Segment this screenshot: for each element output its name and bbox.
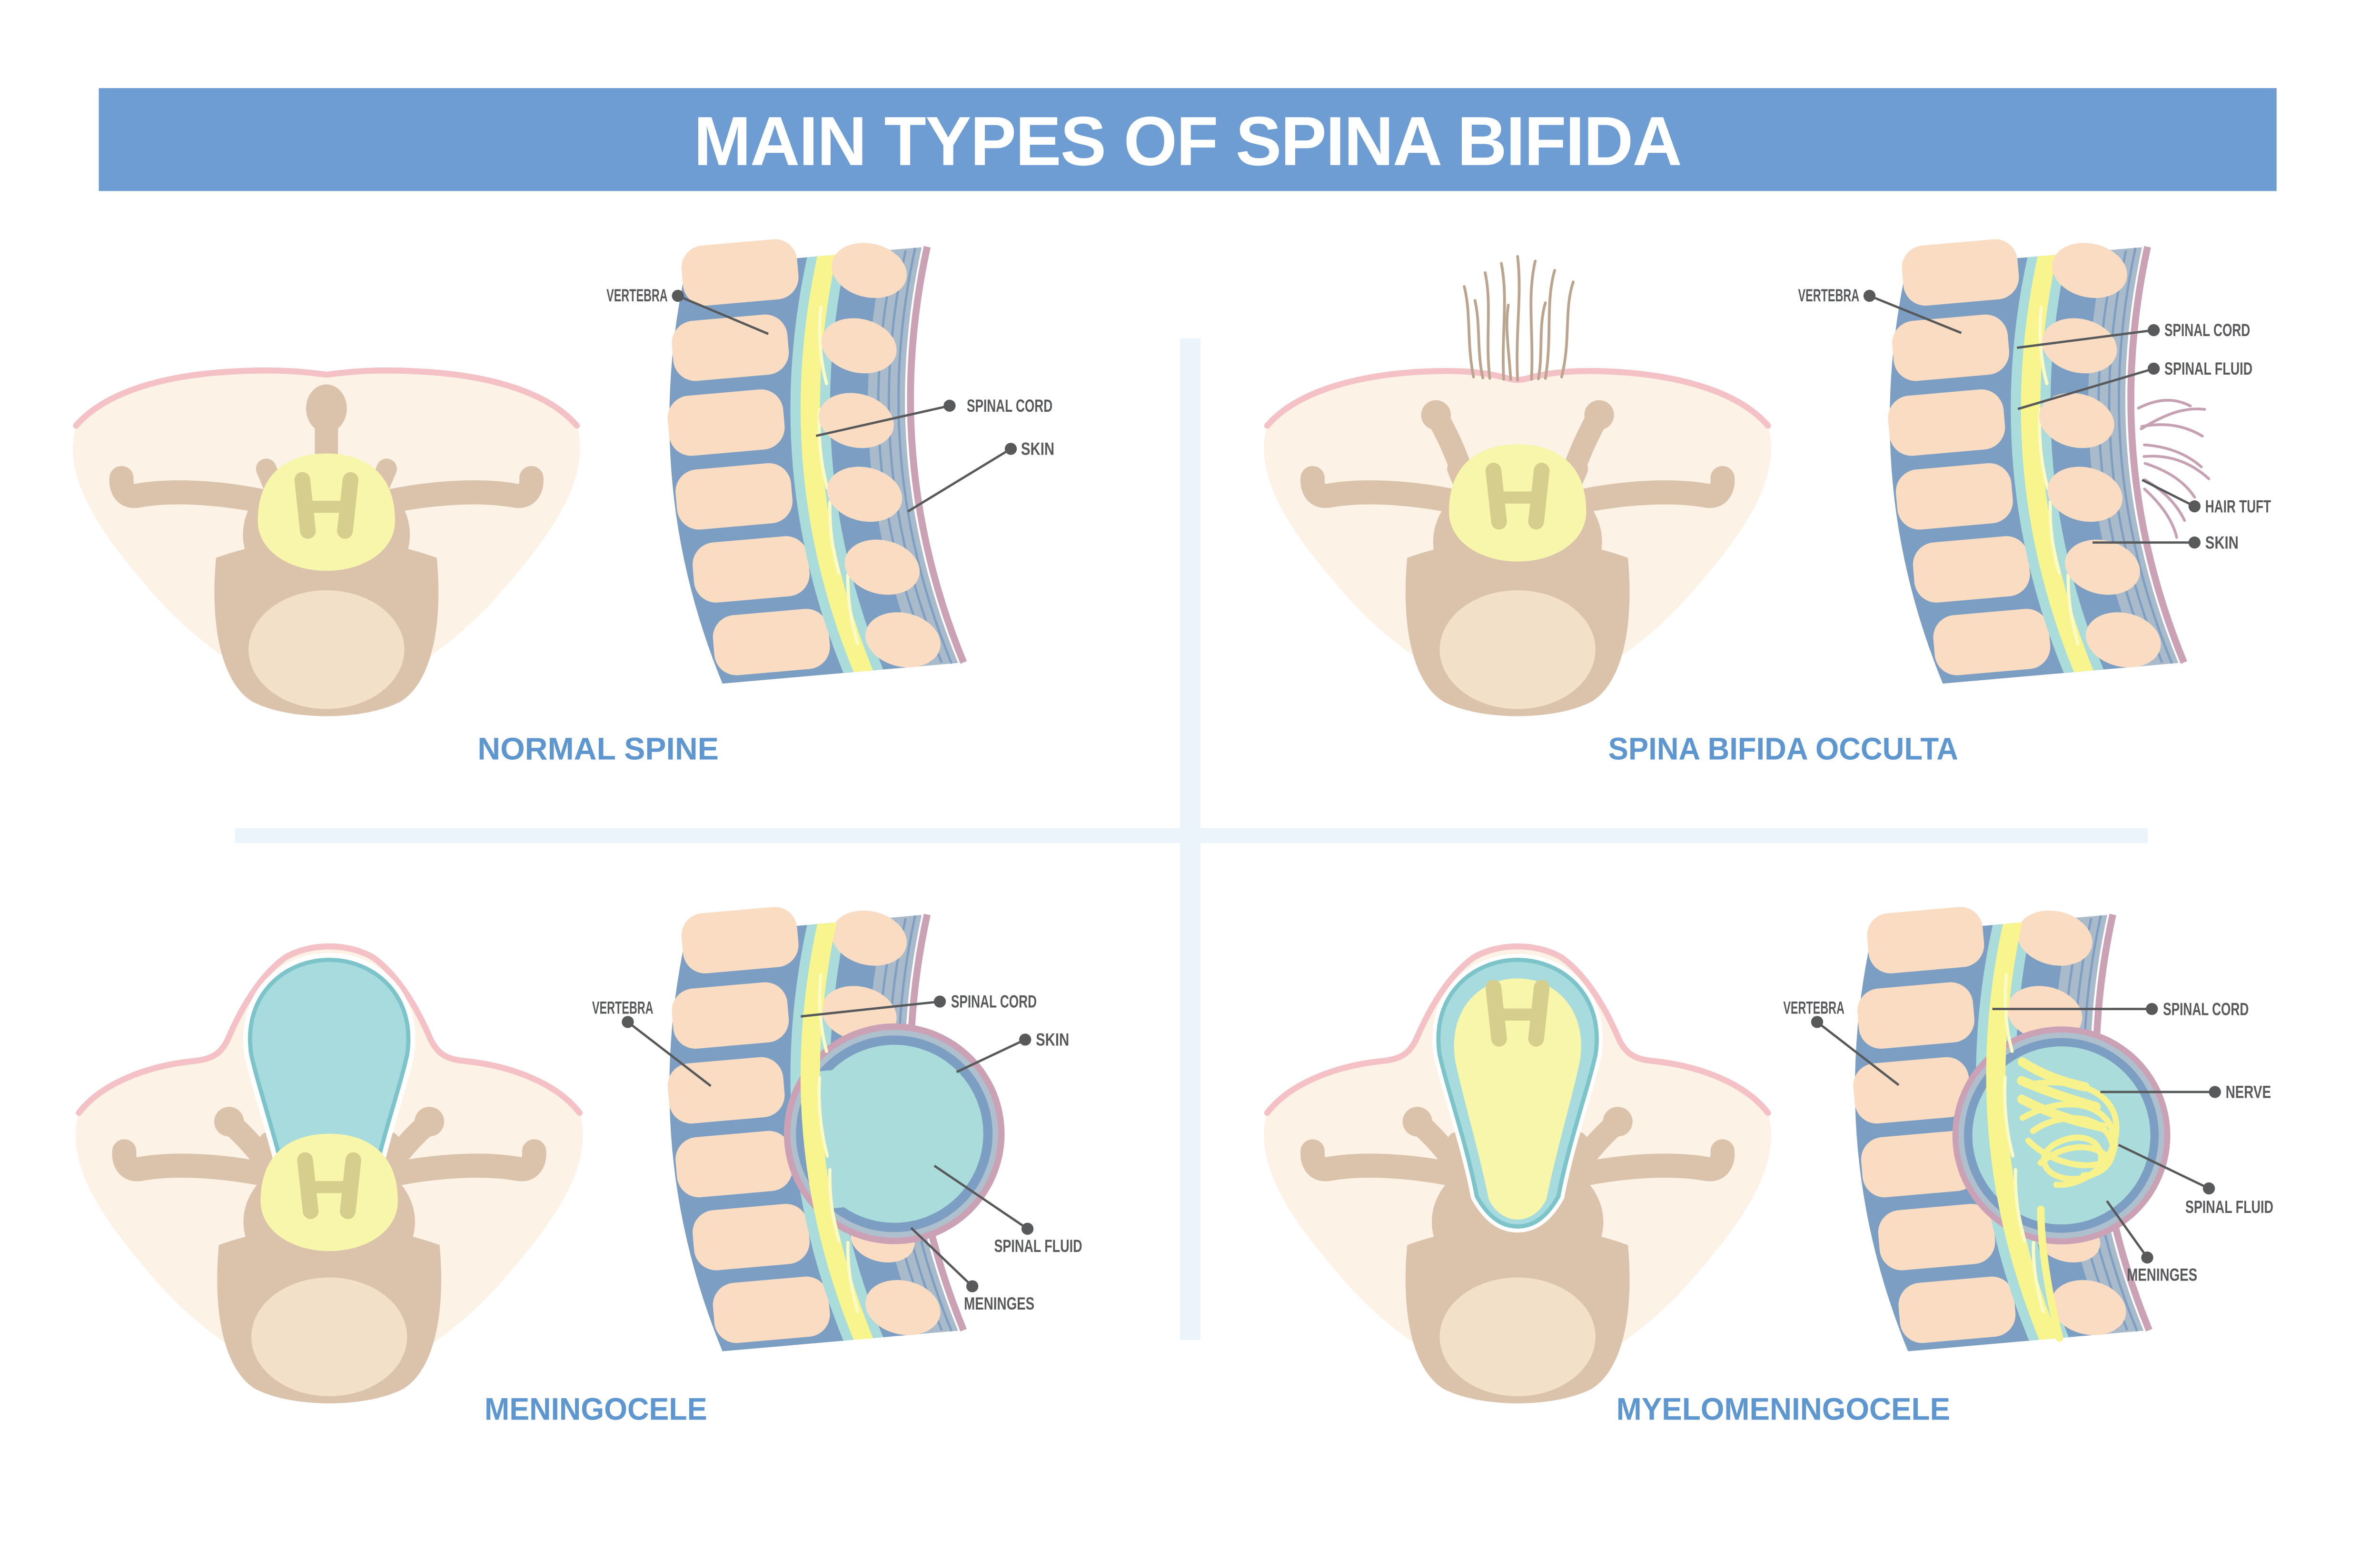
label-vertebra: VERTEBRA — [1798, 285, 1860, 305]
hair-tuft-icon — [2137, 398, 2211, 539]
label-dot — [1019, 1033, 1031, 1046]
label-vertebra: VERTEBRA — [1783, 997, 1844, 1017]
label-nerve: NERVE — [2226, 1082, 2271, 1102]
meningocele-labels: VERTEBRA SPINAL CORD SKIN SPINAL FLUID M… — [592, 992, 1082, 1313]
quadrant-spina-bifida-occulta: VERTEBRA SPINAL CORD SPINAL FLUID HAIR T… — [1264, 229, 2271, 767]
vertebral-body-core — [248, 590, 405, 709]
label-dot — [2147, 362, 2160, 375]
label-dot — [2141, 1251, 2153, 1264]
label-dot — [1863, 289, 1876, 302]
prong-tip — [414, 1107, 445, 1137]
quadrant-meningocele: VERTEBRA SPINAL CORD SKIN SPINAL FLUID M… — [75, 897, 1082, 1427]
label-skin: SKIN — [1021, 439, 1054, 459]
vertebral-body-core — [1439, 590, 1596, 709]
spinous-process-tip — [306, 384, 347, 433]
leader-line — [815, 404, 950, 437]
label-dot — [2146, 1003, 2158, 1015]
label-dot — [933, 995, 946, 1008]
occulta-axial-illustration — [1264, 255, 1771, 716]
horizontal-divider — [235, 828, 2148, 843]
myelomeningocele-sagittal-illustration — [1838, 897, 2171, 1354]
prong-tip — [1584, 400, 1614, 430]
caption-meningocele: MENINGOCELE — [485, 1392, 707, 1427]
label-dot — [2188, 536, 2201, 549]
label-dot — [1004, 443, 1017, 455]
page-title: MAIN TYPES OF SPINA BIFIDA — [694, 102, 1681, 180]
label-hair-tuft: HAIR TUFT — [2205, 496, 2271, 516]
caption-myelomeningocele: MYELOMENINGOCELE — [1616, 1392, 1950, 1427]
leader-line — [910, 1227, 973, 1287]
label-skin: SKIN — [1036, 1030, 1069, 1050]
quadrant-normal-spine: VERTEBRA SPINAL CORD SKIN NORMAL SPINE — [73, 229, 1054, 767]
label-vertebra: VERTEBRA — [606, 285, 668, 305]
label-dot — [966, 1280, 979, 1292]
label-dot — [622, 1016, 634, 1028]
label-spinal-cord: SPINAL CORD — [967, 396, 1052, 416]
prong-tip — [214, 1107, 244, 1137]
leader-line — [627, 1021, 712, 1087]
spina-bifida-diagram: MAIN TYPES OF SPINA BIFIDA — [73, 88, 2277, 1427]
banner-background — [99, 88, 2277, 191]
leader-line — [933, 1164, 1028, 1230]
normal-axial-illustration — [73, 370, 580, 716]
meningocele-sac — [783, 1023, 1005, 1244]
quadrant-myelomeningocele: VERTEBRA SPINAL CORD NERVE SPINAL FLUID … — [1264, 897, 2273, 1427]
label-meninges: MENINGES — [964, 1293, 1034, 1313]
normal-spine-labels: VERTEBRA SPINAL CORD SKIN — [606, 285, 1054, 513]
caption-spina-bifida-occulta: SPINA BIFIDA OCCULTA — [1608, 732, 1958, 767]
normal-sagittal-illustration — [653, 229, 964, 686]
occulta-sagittal-illustration — [1873, 229, 2211, 686]
label-spinal-cord: SPINAL CORD — [2164, 320, 2250, 340]
label-spinal-fluid: SPINAL FLUID — [994, 1236, 1082, 1256]
infographic-page: MAIN TYPES OF SPINA BIFIDA — [73, 88, 2277, 1427]
herniated-nerves — [2017, 1057, 2120, 1342]
caption-normal-spine: NORMAL SPINE — [477, 732, 719, 767]
label-dot — [672, 289, 684, 302]
leader-line — [2017, 367, 2154, 410]
occulta-labels: VERTEBRA SPINAL CORD SPINAL FLUID HAIR T… — [1798, 285, 2271, 552]
hair-tuft-icon — [1463, 255, 1575, 382]
leader-line — [2106, 1200, 2148, 1259]
label-spinal-cord: SPINAL CORD — [2163, 999, 2249, 1019]
label-spinal-cord: SPINAL CORD — [951, 992, 1037, 1012]
label-dot — [2188, 500, 2201, 513]
title-banner: MAIN TYPES OF SPINA BIFIDA — [99, 88, 2277, 191]
leader-line — [677, 295, 769, 335]
prong-tip — [1421, 400, 1451, 430]
meningocele-sagittal-illustration — [653, 897, 1005, 1354]
label-dot — [943, 399, 956, 412]
leader-line — [800, 1000, 940, 1018]
label-spinal-fluid: SPINAL FLUID — [2185, 1197, 2273, 1217]
label-dot — [1811, 1016, 1824, 1028]
vertebral-body-core — [251, 1277, 407, 1396]
leader-line — [2118, 1143, 2210, 1190]
label-dot — [2209, 1086, 2221, 1098]
leader-line — [2142, 479, 2195, 507]
label-meninges: MENINGES — [2127, 1264, 2197, 1284]
label-skin: SKIN — [2205, 532, 2239, 552]
prong-tip — [1603, 1107, 1633, 1137]
label-vertebra: VERTEBRA — [592, 997, 654, 1017]
leader-line — [2016, 329, 2154, 349]
label-spinal-fluid: SPINAL FLUID — [2164, 358, 2252, 378]
myelomeningocele-labels: VERTEBRA SPINAL CORD NERVE SPINAL FLUID … — [1783, 997, 2273, 1284]
leader-line — [1869, 295, 1962, 334]
prong-tip — [1402, 1107, 1432, 1137]
label-dot — [2147, 324, 2160, 337]
label-dot — [2202, 1182, 2215, 1195]
vertebral-body-core — [1439, 1277, 1596, 1396]
label-dot — [1021, 1222, 1034, 1235]
leader-line — [956, 1038, 1026, 1073]
leader-line — [907, 447, 1012, 513]
meningocele-axial-illustration — [75, 946, 583, 1404]
leader-line — [1816, 1021, 1900, 1086]
myelomeningocele-axial-illustration — [1264, 946, 1771, 1404]
